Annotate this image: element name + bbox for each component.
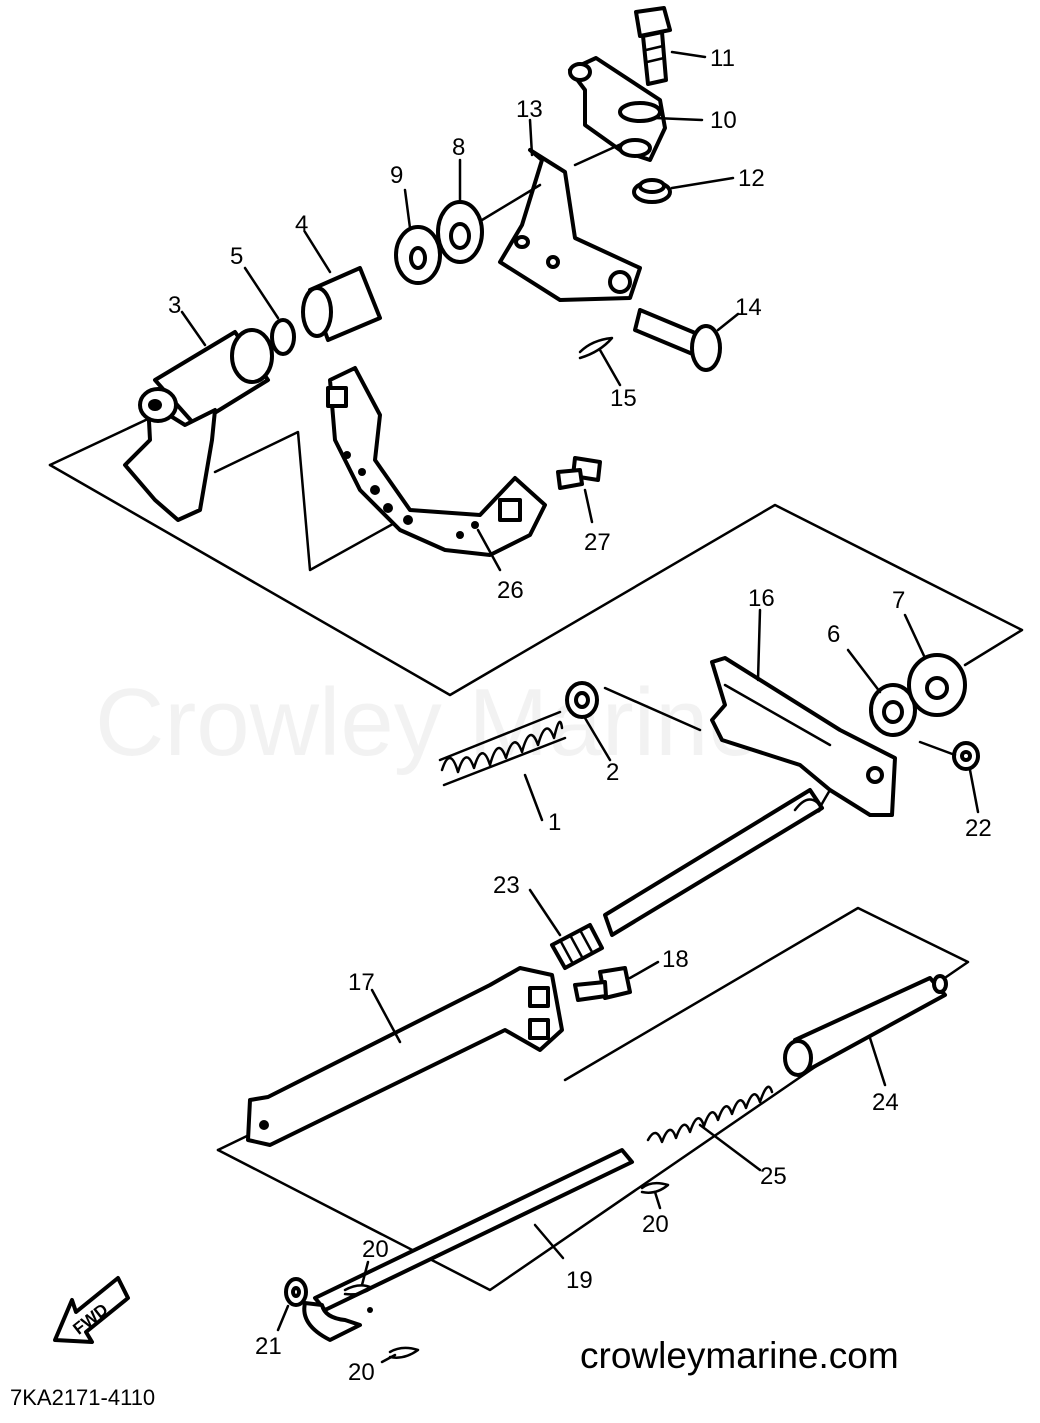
callout-20-top: 20: [362, 1236, 389, 1263]
rod-part-19: [302, 1148, 634, 1342]
callout-23: 23: [493, 872, 520, 899]
o-ring-part-5: [243, 266, 296, 356]
bolt-part-18: [573, 960, 660, 1002]
tube-part-24: [783, 974, 948, 1087]
callout-17: 17: [348, 969, 375, 996]
spring-part-25: [646, 1085, 774, 1172]
washer-part-2: [565, 681, 702, 762]
callout-22: 22: [965, 815, 992, 842]
callout-7: 7: [892, 587, 905, 614]
collar-part-4: [301, 230, 382, 342]
callout-16: 16: [748, 585, 775, 612]
rod: [603, 788, 832, 937]
callout-24: 24: [872, 1089, 899, 1116]
cotter-pin-part-20-top: [343, 1260, 374, 1296]
callout-4: 4: [295, 211, 308, 238]
cotter-pin-part-15: [578, 336, 622, 387]
callout-10: 10: [710, 107, 737, 134]
lever-part-17: [246, 966, 564, 1147]
cotter-pin-part-20-right: [640, 1181, 670, 1210]
callout-1: 1: [548, 809, 561, 836]
website-url: crowleymarine.com: [580, 1335, 899, 1376]
callout-11: 11: [710, 45, 735, 72]
bolt-part-11: [634, 6, 707, 86]
spring-part-1: [438, 710, 567, 822]
washer-part-7: [903, 613, 967, 717]
callout-2: 2: [606, 759, 619, 786]
callout-12: 12: [738, 165, 765, 192]
washer-part-21: [276, 1277, 308, 1332]
spring-part-23: [528, 888, 604, 970]
callout-15: 15: [610, 385, 637, 412]
drawing-code: 7KA2171-4110: [10, 1385, 155, 1410]
callout-19: 19: [566, 1267, 593, 1294]
callout-labels: 1 2 3 4 5 6 7 8 9 10 11 12 13 14 15 16 1…: [168, 45, 992, 1386]
pin-part-14: [633, 308, 740, 372]
callout-5: 5: [230, 243, 243, 270]
callout-21: 21: [255, 1333, 282, 1360]
washer-part-9: [394, 188, 442, 285]
arc-bracket-part-26: [326, 366, 547, 572]
shift-arm-part-3: [123, 310, 274, 522]
callout-20-bottom: 20: [348, 1359, 375, 1386]
forward-direction-arrow: FWD: [53, 1276, 130, 1344]
screw-part-27: [556, 456, 602, 524]
lever-part-16: [710, 608, 897, 817]
callout-3: 3: [168, 292, 181, 319]
bracket-part-10: [568, 56, 704, 167]
callout-26: 26: [497, 577, 524, 604]
washer-part-22: [918, 740, 980, 814]
callout-20-right: 20: [642, 1211, 669, 1238]
cotter-pin-part-20-bottom: [380, 1346, 420, 1364]
callout-27: 27: [584, 529, 611, 556]
washer-part-8: [436, 158, 542, 264]
callout-25: 25: [760, 1163, 787, 1190]
callout-14: 14: [735, 294, 762, 321]
watermark: Crowley Marine: [95, 669, 762, 776]
callout-6: 6: [827, 621, 840, 648]
callout-13: 13: [516, 96, 543, 123]
callout-8: 8: [452, 134, 465, 161]
callout-9: 9: [390, 162, 403, 189]
upper-group-outline: [48, 416, 1024, 697]
grommet-part-12: [632, 176, 735, 204]
callout-18: 18: [662, 946, 689, 973]
washer-part-6: [846, 648, 917, 737]
